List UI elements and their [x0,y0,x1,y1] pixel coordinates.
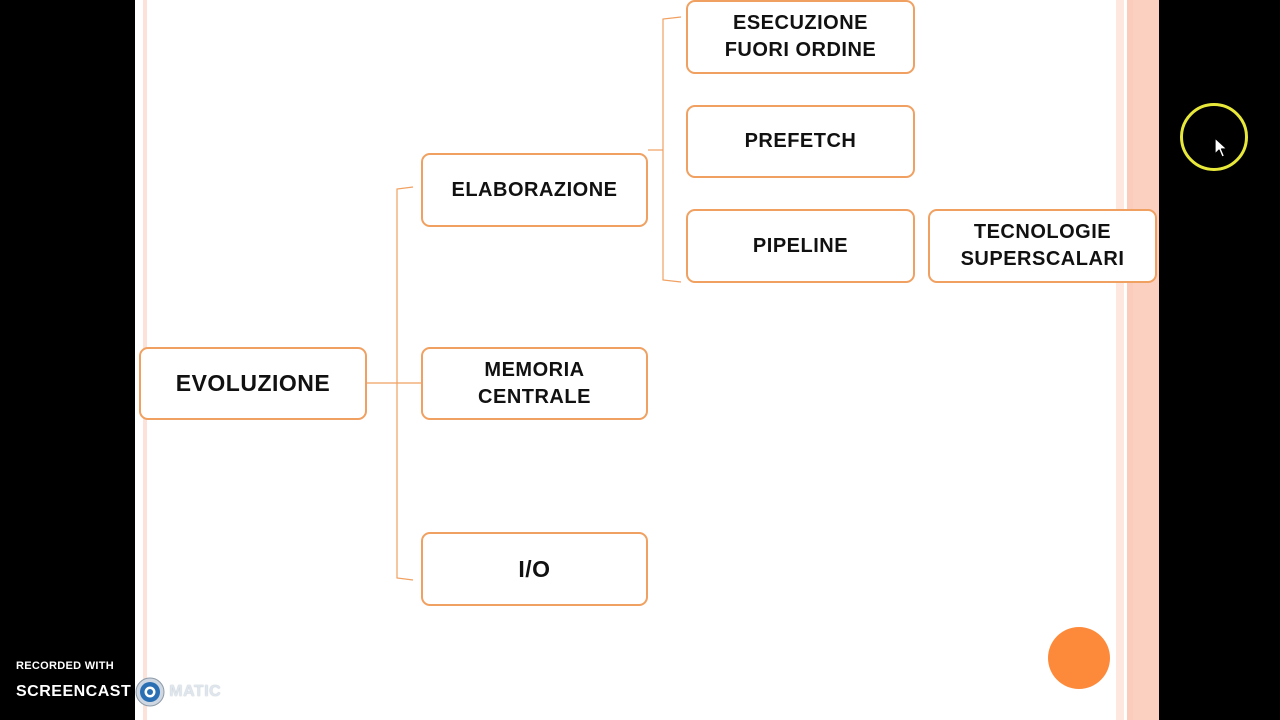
cursor-pointer-icon [1214,137,1228,158]
node-tecnologie-superscalari: TECNOLOGIE SUPERSCALARI [928,209,1157,283]
slide-right-band [1133,0,1159,720]
slide-right-band-mid [1127,0,1133,720]
watermark-brand-part1: SCREENCAST [16,683,132,700]
screencast-o-matic-logo-icon [135,677,165,707]
node-elaborazione: ELABORAZIONE [421,153,648,227]
recording-watermark: RECORDED WITH SCREENCAST MATIC [16,660,246,710]
cursor-highlight-ring [1180,103,1248,171]
watermark-brand: SCREENCAST MATIC [16,677,222,707]
watermark-brand-part2: MATIC [169,683,222,700]
node-memoria-centrale: MEMORIA CENTRALE [421,347,648,420]
node-io: I/O [421,532,648,606]
slide-right-band-light [1116,0,1124,720]
presentation-slide: EVOLUZIONE ELABORAZIONE MEMORIA CENTRALE… [135,0,1159,720]
watermark-caption: RECORDED WITH [16,660,115,672]
node-esecuzione-fuori-ordine: ESECUZIONE FUORI ORDINE [686,0,915,74]
slide-accent-dot [1048,627,1110,689]
node-pipeline: PIPELINE [686,209,915,283]
connector-level2-bracket [662,16,682,283]
node-evoluzione: EVOLUZIONE [139,347,367,420]
diagram-connectors [367,16,682,581]
node-prefetch: PREFETCH [686,105,915,178]
